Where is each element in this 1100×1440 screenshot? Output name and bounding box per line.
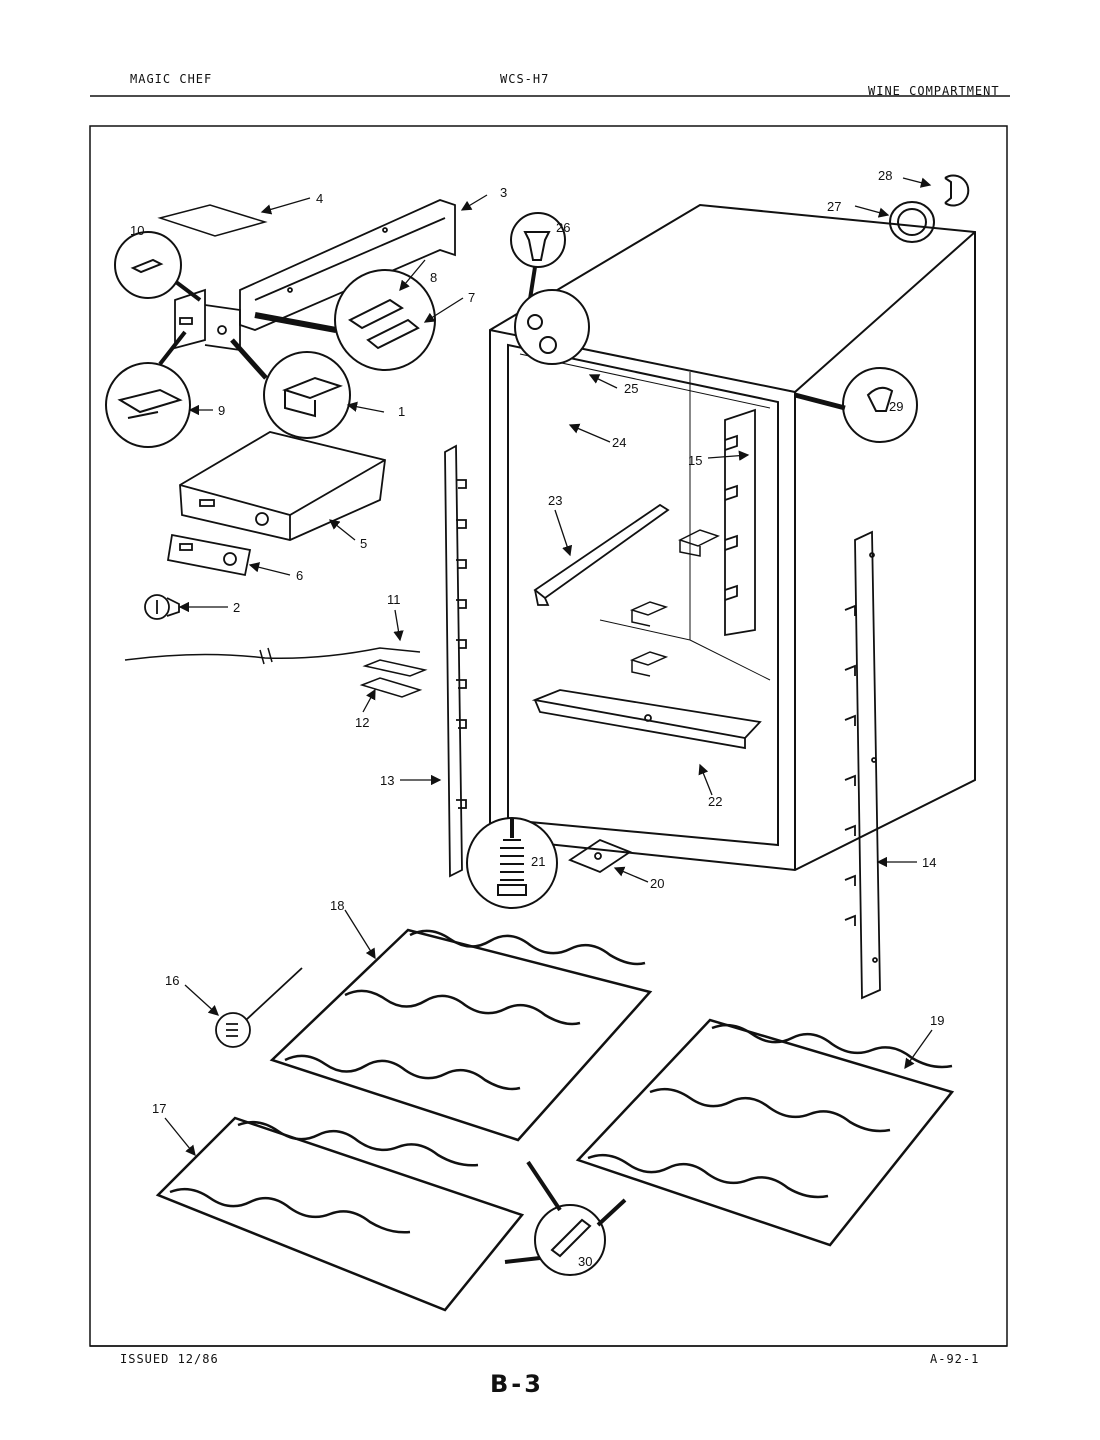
- callout-11: 11: [387, 592, 401, 607]
- side-strip-left: [444, 444, 467, 878]
- inner-rail-right: [724, 408, 756, 637]
- callout-5: 5: [360, 536, 367, 551]
- leader-lines: [164, 177, 933, 1157]
- callout-25: 25: [624, 381, 638, 396]
- thermometer: [215, 967, 303, 1048]
- label-card: [157, 204, 268, 237]
- callout-2: 2: [233, 600, 240, 615]
- footer-issued: ISSUED 12/86: [120, 1352, 219, 1366]
- callout-15: 15: [688, 453, 702, 468]
- callout-7: 7: [468, 290, 475, 305]
- callout-8: 8: [430, 270, 437, 285]
- knob: [144, 594, 180, 620]
- header-section: WINE COMPARTMENT: [868, 84, 1000, 98]
- switch-housing: [174, 288, 241, 352]
- callout-1: 1: [398, 404, 405, 419]
- foot-plate: [568, 838, 632, 874]
- side-strip-right: [844, 530, 881, 1000]
- callout-21: 21: [531, 854, 545, 869]
- callout-19: 19: [930, 1013, 944, 1028]
- header-model: WCS-H7: [500, 72, 550, 86]
- detail-circle-29: [794, 367, 918, 443]
- callout-13: 13: [380, 773, 394, 788]
- control-box: [179, 431, 386, 541]
- sensor-clip: [359, 659, 428, 698]
- cabinet: [489, 203, 976, 872]
- callout-26: 26: [556, 220, 570, 235]
- callout-27: 27: [827, 199, 841, 214]
- callout-10: 10: [130, 223, 144, 238]
- callout-6: 6: [296, 568, 303, 583]
- detail-circle-26: [510, 212, 566, 313]
- wine-rack-17: [155, 1116, 525, 1312]
- callout-17: 17: [152, 1101, 166, 1116]
- sensor-wire: [124, 647, 421, 665]
- wine-rack-18: [269, 928, 653, 1142]
- callout-3: 3: [500, 185, 507, 200]
- callout-24: 24: [612, 435, 626, 450]
- bottom-shelf-front: [531, 689, 762, 750]
- detail-circle-10: [114, 231, 202, 302]
- detail-circle-9: [105, 330, 191, 448]
- cap: [944, 174, 970, 207]
- detail-circle-25-24: [514, 289, 590, 365]
- callout-labels: 1 2 3 4 5 6 7 8 9 10 11 12 13 14 15 16 1…: [130, 168, 944, 1269]
- callout-9: 9: [218, 403, 225, 418]
- detail-circle-1: [230, 338, 351, 439]
- callout-12: 12: [355, 715, 369, 730]
- gasket-ring: [889, 201, 935, 243]
- detail-circle-21: [466, 817, 558, 909]
- detail-circle-8-7: [254, 269, 436, 371]
- faceplate: [166, 533, 252, 577]
- callout-29: 29: [889, 399, 903, 414]
- callout-23: 23: [548, 493, 562, 508]
- wine-rack-19: [575, 1018, 955, 1247]
- inner-brackets: [629, 529, 720, 677]
- detail-circle-30: [504, 1160, 627, 1276]
- shelf-support-rod: [533, 503, 670, 606]
- callout-4: 4: [316, 191, 323, 206]
- callout-18: 18: [330, 898, 344, 913]
- callout-20: 20: [650, 876, 664, 891]
- page-number: B-3: [490, 1370, 544, 1398]
- callout-22: 22: [708, 794, 722, 809]
- callout-30: 30: [578, 1254, 592, 1269]
- callout-16: 16: [165, 973, 179, 988]
- callout-14: 14: [922, 855, 936, 870]
- header-brand: MAGIC CHEF: [130, 72, 213, 86]
- callout-28: 28: [878, 168, 892, 183]
- footer-code: A-92-1: [930, 1352, 980, 1366]
- control-bracket: [239, 199, 456, 331]
